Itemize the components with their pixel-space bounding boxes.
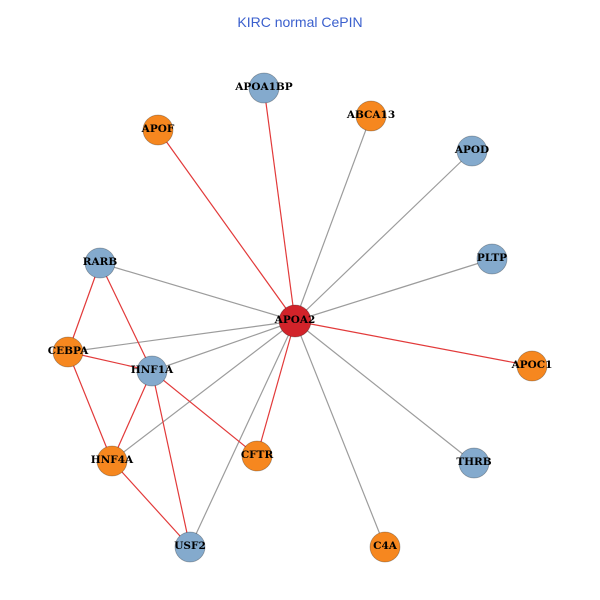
edge-APOA2-HNF4A xyxy=(111,320,296,462)
node-HNF4A: HNF4A xyxy=(91,445,134,477)
node-circle-CEBPA xyxy=(52,336,84,368)
node-APOF: APOF xyxy=(141,114,175,146)
edge-APOA2-APOC1 xyxy=(294,320,533,367)
figure-title: KIRC normal CePIN xyxy=(237,14,363,30)
node-label-APOD: APOD xyxy=(454,144,489,156)
node-label-C4A: C4A xyxy=(373,540,398,552)
node-label-CFTR: CFTR xyxy=(241,449,274,461)
edge-APOA2-APOD xyxy=(294,150,473,322)
node-APOC1: APOC1 xyxy=(511,350,553,382)
edge-APOA2-PLTP xyxy=(294,258,493,322)
edge-APOA2-USF2 xyxy=(189,320,296,548)
node-ABCA13: ABCA13 xyxy=(346,100,395,132)
node-APOA2: APOA2 xyxy=(274,304,316,338)
node-label-HNF1A: HNF1A xyxy=(131,364,174,376)
node-label-ABCA13: ABCA13 xyxy=(346,109,395,121)
node-label-CEBPA: CEBPA xyxy=(48,345,89,357)
edge-HNF4A-USF2 xyxy=(111,460,191,548)
node-THRB: THRB xyxy=(456,447,492,479)
node-PLTP: PLTP xyxy=(476,243,508,275)
node-circle-CFTR xyxy=(241,440,273,472)
node-CEBPA: CEBPA xyxy=(48,336,89,368)
edge-APOA2-C4A xyxy=(294,320,386,548)
node-label-RARB: RARB xyxy=(83,256,118,268)
node-HNF1A: HNF1A xyxy=(131,355,174,387)
edge-RARB-HNF1A xyxy=(99,262,153,372)
node-circle-APOA2 xyxy=(278,304,312,338)
edge-APOA2-CFTR xyxy=(256,320,296,457)
node-circle-APOD xyxy=(456,135,488,167)
edge-HNF1A-HNF4A xyxy=(111,370,153,462)
node-circle-THRB xyxy=(458,447,490,479)
node-APOA1BP: APOA1BP xyxy=(234,72,293,104)
node-circle-RARB xyxy=(84,247,116,279)
node-C4A: C4A xyxy=(369,531,401,563)
node-label-USF2: USF2 xyxy=(174,540,206,552)
node-circle-PLTP xyxy=(476,243,508,275)
edge-HNF1A-USF2 xyxy=(151,370,191,548)
node-circle-HNF4A xyxy=(96,445,128,477)
node-RARB: RARB xyxy=(83,247,118,279)
node-APOD: APOD xyxy=(454,135,489,167)
node-label-APOC1: APOC1 xyxy=(511,359,553,371)
node-circle-APOF xyxy=(142,114,174,146)
edge-APOA2-THRB xyxy=(294,320,475,464)
node-circle-C4A xyxy=(369,531,401,563)
node-circle-HNF1A xyxy=(136,355,168,387)
edge-APOA2-RARB xyxy=(99,262,296,322)
edge-RARB-CEBPA xyxy=(67,262,101,353)
node-label-APOF: APOF xyxy=(141,123,175,135)
edge-APOA2-APOF xyxy=(157,129,296,322)
node-circle-APOC1 xyxy=(516,350,548,382)
node-label-HNF4A: HNF4A xyxy=(91,454,134,466)
node-circle-ABCA13 xyxy=(355,100,387,132)
edge-HNF1A-CFTR xyxy=(151,370,258,457)
node-label-APOA2: APOA2 xyxy=(274,314,316,326)
edge-APOA2-CEBPA xyxy=(67,320,296,353)
node-label-APOA1BP: APOA1BP xyxy=(234,81,293,93)
node-label-THRB: THRB xyxy=(456,456,491,468)
node-label-PLTP: PLTP xyxy=(477,252,507,264)
node-CFTR: CFTR xyxy=(241,440,274,472)
edge-CEBPA-HNF4A xyxy=(67,351,113,462)
node-circle-APOA1BP xyxy=(248,72,280,104)
edge-APOA2-APOA1BP xyxy=(263,87,296,322)
edge-APOA2-ABCA13 xyxy=(294,115,372,322)
node-circle-USF2 xyxy=(174,531,206,563)
edge-APOA2-HNF1A xyxy=(151,320,296,372)
node-USF2: USF2 xyxy=(174,531,206,563)
